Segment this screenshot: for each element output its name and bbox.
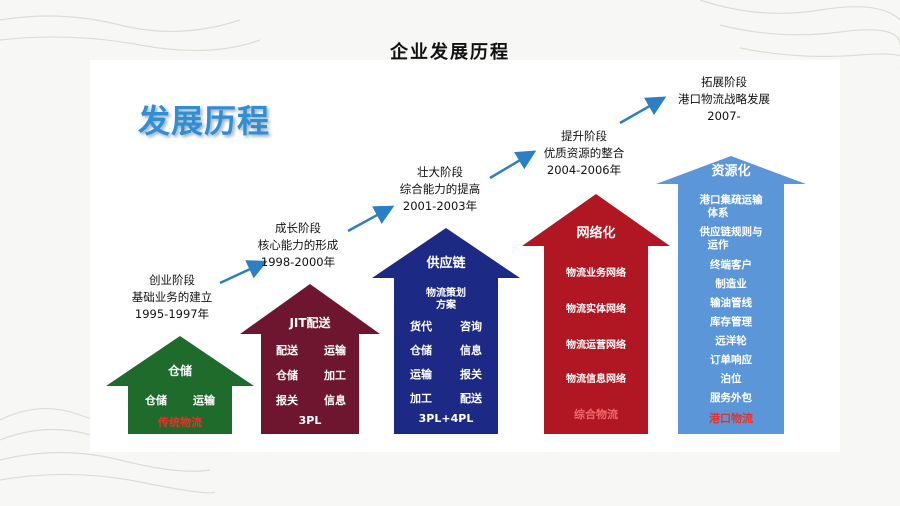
stage-desc: 优质资源的整合 bbox=[543, 146, 625, 160]
arrow-roof bbox=[106, 336, 254, 386]
stage-name: 成长阶段 bbox=[275, 221, 321, 235]
arrow-item: 仓储 bbox=[410, 344, 432, 357]
arrow-item: 运作 bbox=[707, 239, 729, 251]
arrow-item: 终端客户 bbox=[710, 259, 752, 271]
arrow-item: 方案 bbox=[436, 300, 456, 311]
stage-years: 2007- bbox=[707, 109, 741, 123]
stage-desc: 综合能力的提高 bbox=[399, 182, 481, 196]
stage-years: 1995-1997年 bbox=[134, 307, 210, 321]
arrow-item: 信息 bbox=[460, 344, 482, 357]
stage-name: 创业阶段 bbox=[149, 273, 195, 287]
arrow-item: 供应链规则与 bbox=[699, 226, 763, 238]
stage-label-4: 提升阶段 优质资源的整合 2004-2006年 bbox=[524, 128, 644, 179]
arrow-item: 配送 bbox=[276, 344, 298, 357]
arrow-item: 物流策划 bbox=[426, 288, 466, 299]
arrow-title: JIT配送 bbox=[289, 316, 331, 330]
arrow-item: 订单响应 bbox=[710, 354, 752, 366]
arrow-item: 物流运营网络 bbox=[566, 340, 626, 351]
arrow-item: 报关 bbox=[460, 368, 482, 381]
arrow-item: 信息 bbox=[324, 394, 346, 407]
connector-arrow-2 bbox=[347, 205, 395, 233]
arrow-item: 运输 bbox=[410, 368, 432, 381]
arrow-footer: 3PL bbox=[298, 414, 322, 427]
arrow-footer: 传统物流 bbox=[158, 416, 202, 429]
arrow-item: 配送 bbox=[460, 392, 482, 405]
diagram-panel: 发展历程 创业阶段 基础业务的建立 1995-1997年 成长阶段 核心能力的形… bbox=[90, 60, 840, 452]
stage-desc: 核心能力的形成 bbox=[257, 238, 339, 252]
stage-label-5: 拓展阶段 港口物流战略发展 2007- bbox=[656, 74, 792, 125]
growth-arrow-3: 供应链 物流策划 方案 货代 咨询 仓储 信息 运输 报关 加工 配送 3PL+… bbox=[372, 228, 520, 434]
stage-name: 拓展阶段 bbox=[701, 75, 747, 89]
arrow-title: 网络化 bbox=[576, 226, 616, 241]
stage-name: 提升阶段 bbox=[561, 129, 607, 143]
stage-label-3: 壮大阶段 综合能力的提高 2001-2003年 bbox=[380, 164, 500, 215]
arrow-item: 输油管线 bbox=[710, 297, 752, 309]
arrow-item: 制造业 bbox=[715, 278, 747, 290]
connector-arrows bbox=[219, 96, 667, 285]
stage-name: 壮大阶段 bbox=[417, 165, 463, 179]
growth-arrow-1: 仓储 仓储 运输 传统物流 bbox=[106, 336, 254, 436]
arrow-body bbox=[261, 334, 359, 434]
arrow-item: 运输 bbox=[324, 344, 346, 357]
stage-desc: 港口物流战略发展 bbox=[678, 92, 770, 106]
diagram-heading: 发展历程 bbox=[138, 102, 271, 140]
arrow-body bbox=[128, 386, 232, 434]
arrow-item: 货代 bbox=[410, 320, 432, 333]
stage-years: 1998-2000年 bbox=[260, 255, 336, 269]
connector-arrow-3 bbox=[489, 150, 537, 180]
connector-arrow-4 bbox=[619, 96, 667, 125]
arrow-body bbox=[544, 246, 648, 434]
growth-arrow-5: 资源化 港口集疏运输 体系 供应链规则与 运作 终端客户 制造业 输油管线 库存… bbox=[656, 156, 806, 434]
arrow-roof bbox=[522, 194, 670, 246]
growth-arrow-2: JIT配送 配送 运输 仓储 加工 报关 信息 3PL bbox=[240, 284, 380, 434]
stage-label-2: 成长阶段 核心能力的形成 1998-2000年 bbox=[238, 220, 358, 271]
arrow-item: 库存管理 bbox=[710, 316, 752, 328]
page-title: 企业发展历程 bbox=[390, 42, 510, 63]
arrow-item: 服务外包 bbox=[710, 392, 752, 404]
arrow-footer: 港口物流 bbox=[709, 412, 753, 425]
arrow-item: 加工 bbox=[410, 392, 432, 405]
stage-desc: 基础业务的建立 bbox=[131, 290, 213, 304]
arrow-item: 泊位 bbox=[720, 373, 742, 385]
connector-arrow-1 bbox=[219, 260, 268, 285]
arrow-item: 物流实体网络 bbox=[566, 304, 626, 315]
arrow-item: 物流业务网络 bbox=[566, 268, 626, 279]
stage-label-1: 创业阶段 基础业务的建立 1995-1997年 bbox=[112, 272, 232, 323]
stage-years: 2004-2006年 bbox=[546, 163, 622, 177]
arrow-footer: 综合物流 bbox=[574, 408, 618, 421]
arrow-item: 仓储 bbox=[276, 369, 298, 382]
arrow-roof bbox=[372, 228, 520, 278]
arrow-footer: 3PL+4PL bbox=[418, 412, 474, 425]
arrow-item: 加工 bbox=[324, 369, 346, 382]
arrow-item: 咨询 bbox=[460, 320, 482, 333]
arrow-item: 仓储 bbox=[145, 394, 167, 407]
arrow-body bbox=[394, 278, 498, 434]
arrow-item: 远洋轮 bbox=[715, 335, 747, 347]
arrow-title: 资源化 bbox=[711, 164, 751, 179]
arrow-item: 运输 bbox=[193, 394, 215, 407]
arrow-item: 报关 bbox=[276, 394, 298, 407]
arrow-title: 供应链 bbox=[426, 256, 466, 271]
stage-years: 2001-2003年 bbox=[402, 199, 478, 213]
arrow-item: 体系 bbox=[707, 207, 729, 219]
arrow-roof bbox=[656, 156, 806, 184]
growth-arrow-4: 网络化 物流业务网络 物流实体网络 物流运营网络 物流信息网络 综合物流 bbox=[522, 194, 670, 434]
arrow-body bbox=[678, 184, 784, 434]
arrow-roof bbox=[240, 284, 380, 334]
arrow-item: 港口集疏运输 bbox=[699, 194, 763, 206]
arrow-title: 仓储 bbox=[167, 364, 192, 378]
arrow-item: 物流信息网络 bbox=[566, 374, 626, 385]
